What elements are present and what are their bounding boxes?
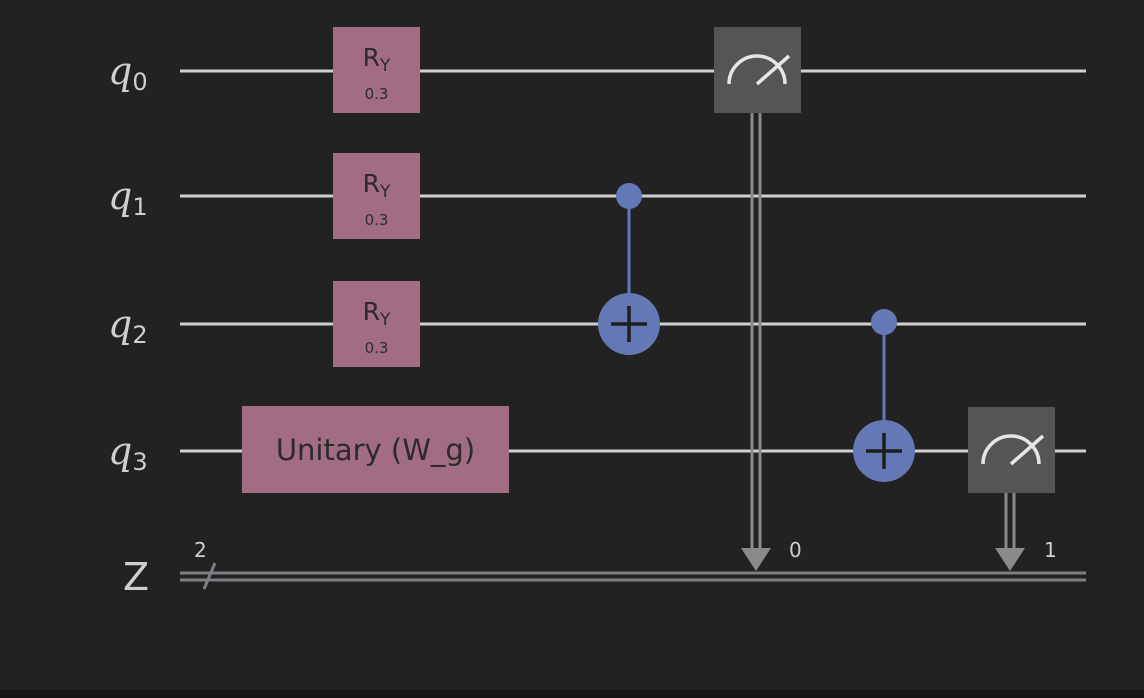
gate-label: RY: [363, 43, 391, 76]
ry-gate-q2: RY 0.3: [333, 281, 420, 367]
qubit-label-q2: q2: [108, 302, 148, 349]
measurement-q3: 1: [968, 407, 1057, 571]
gate-label: RY: [363, 169, 391, 202]
gate-param: 0.3: [365, 339, 389, 357]
measure-bit-label: 1: [1044, 538, 1057, 562]
gate-box: [333, 27, 420, 113]
meter-icon: [727, 54, 791, 86]
gate-box: [333, 281, 420, 367]
wire-labels: q0 q1 q2 q3 Z: [108, 49, 149, 599]
unitary-gate-q3: Unitary (W_g): [242, 406, 509, 493]
gate-label: RY: [363, 297, 391, 330]
control-dot: [871, 309, 897, 335]
classical-register-wire: 2: [180, 538, 1086, 590]
gate-label: Unitary (W_g): [276, 433, 475, 467]
measure-arrowhead: [741, 548, 771, 571]
measure-box: [714, 27, 801, 113]
canvas-bottom-border: [0, 690, 1144, 698]
register-width-label: 2: [194, 538, 207, 562]
gate-param: 0.3: [365, 85, 389, 103]
cnot-q1-q2: [598, 183, 660, 355]
classical-register-label: Z: [123, 555, 149, 599]
meter-icon: [981, 434, 1045, 466]
measure-bit-label: 0: [789, 538, 802, 562]
qubit-label-q1: q1: [108, 174, 148, 221]
measure-arrowhead: [995, 548, 1025, 571]
measurement-q0: 0: [714, 27, 802, 571]
gate-box: [333, 153, 420, 239]
control-dot: [616, 183, 642, 209]
qubit-label-q3: q3: [108, 429, 148, 476]
ry-gate-q0: RY 0.3: [333, 27, 420, 113]
register-width-slash: [202, 562, 217, 590]
measure-box: [968, 407, 1055, 493]
qubit-label-q0: q0: [108, 49, 148, 96]
cnot-q2-q3: [853, 309, 915, 482]
gate-box: [242, 406, 509, 493]
ry-gate-q1: RY 0.3: [333, 153, 420, 239]
gate-param: 0.3: [365, 211, 389, 229]
